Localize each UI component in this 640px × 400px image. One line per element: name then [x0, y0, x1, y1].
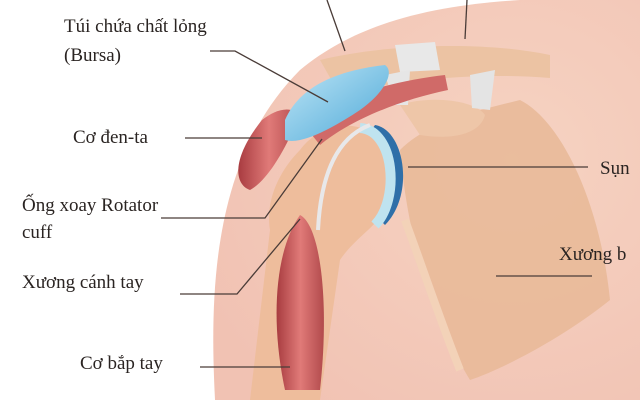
leader-line-rotator [161, 138, 323, 219]
bursa [285, 65, 389, 141]
leader-line-bursa [210, 50, 329, 103]
ligament [395, 42, 440, 72]
label-bursa: Túi chứa chất lỏng [64, 16, 207, 37]
label-scapula: Xương b [559, 244, 626, 265]
leader-line [464, 0, 468, 40]
label-bursa-en: (Bursa) [64, 45, 121, 66]
label-cartilage: Sụn [600, 158, 630, 179]
label-rotator-cuff-2: cuff [22, 222, 53, 243]
label-biceps: Cơ bắp tay [80, 353, 163, 374]
cartilage-rim [358, 123, 396, 229]
deltoid-muscle [238, 109, 300, 190]
rotator-cuff-muscle [300, 75, 448, 145]
biceps-muscle [276, 215, 324, 390]
biceps-tendon [316, 123, 371, 231]
label-deltoid: Cơ đen-ta [73, 127, 149, 148]
ligament [470, 70, 495, 110]
label-rotator-cuff: Ống xoay Rotator [22, 194, 159, 216]
scapula-edge [401, 218, 464, 372]
leader-line-humerus [180, 218, 301, 295]
cartilage [370, 125, 404, 225]
leader-line [326, 0, 346, 52]
acromion-bone [400, 99, 485, 137]
label-humerus: Xương cánh tay [22, 272, 144, 293]
scapula-bone [400, 100, 610, 380]
